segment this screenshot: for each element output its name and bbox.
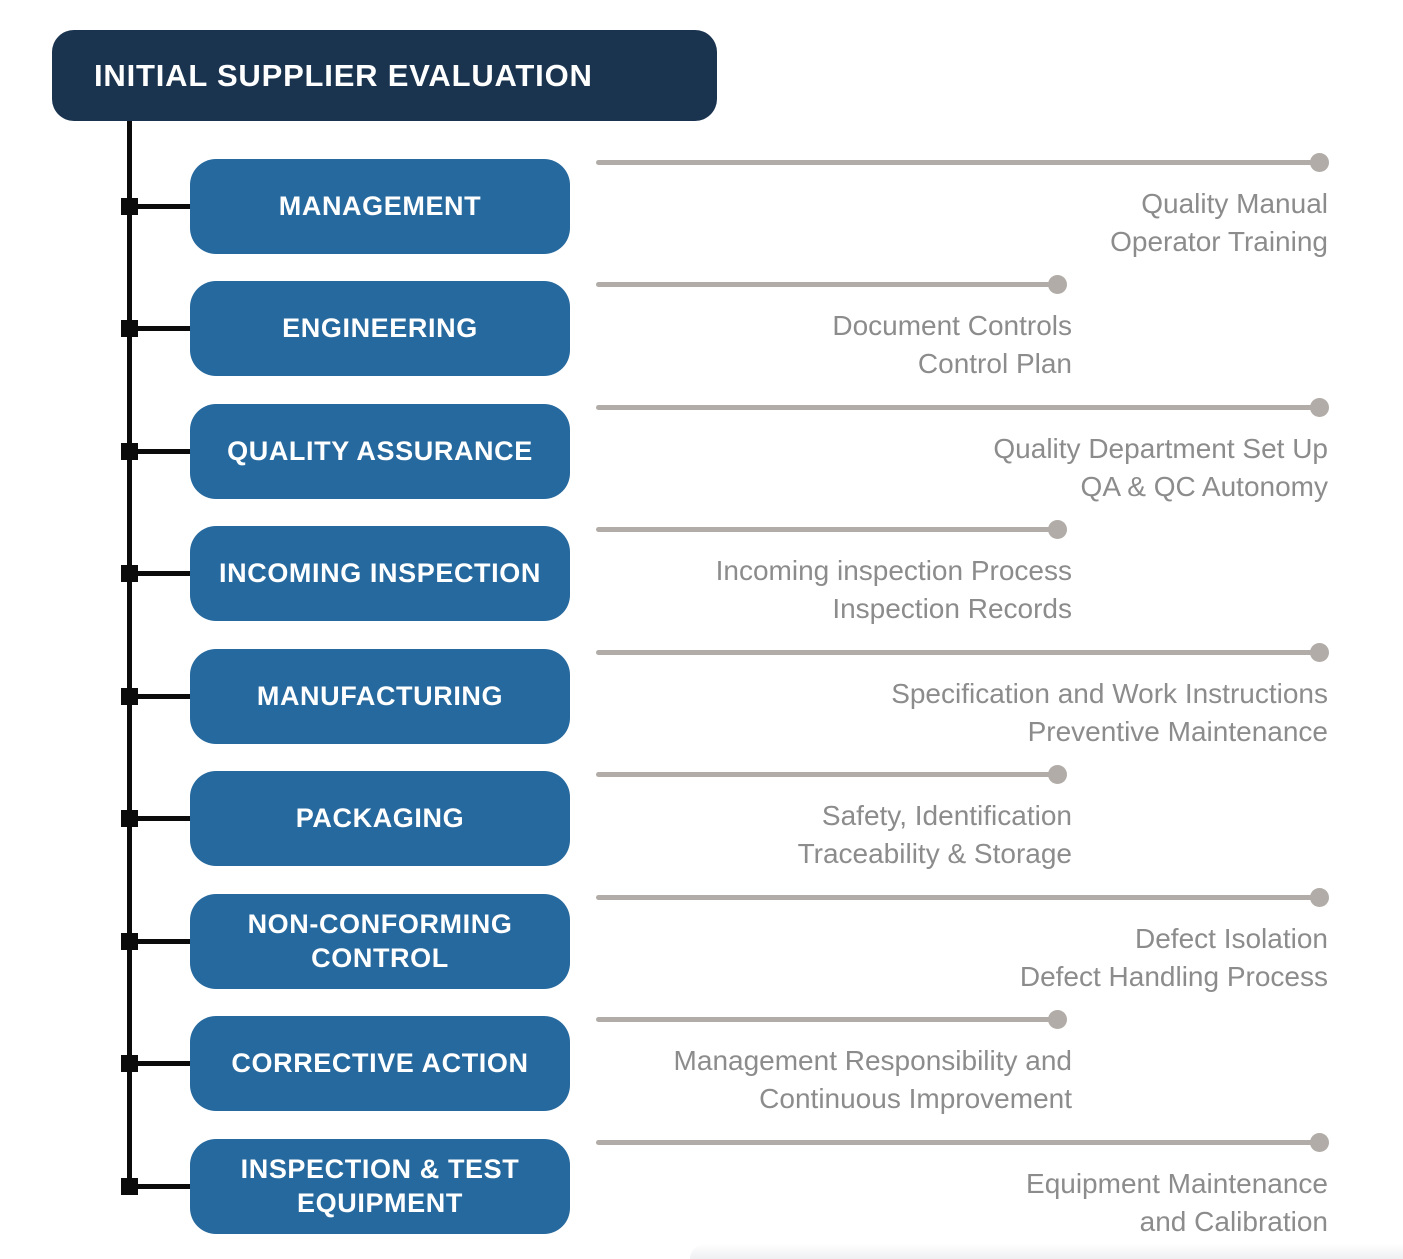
- leader-dot: [1048, 765, 1067, 784]
- detail-text: Management Responsibility and Continuous…: [200, 1042, 1072, 1118]
- leader-line: [596, 765, 1067, 784]
- category-box-non-conforming-control: NON-CONFORMING CONTROL: [190, 894, 570, 989]
- detail-line: Traceability & Storage: [797, 838, 1072, 869]
- leader-dot: [1310, 888, 1329, 907]
- detail-line: Quality Department Set Up: [993, 433, 1328, 464]
- category-box-incoming-inspection: INCOMING INSPECTION: [190, 526, 570, 621]
- category-label: CORRECTIVE ACTION: [231, 1047, 529, 1078]
- diagram-header: INITIAL SUPPLIER EVALUATION: [52, 30, 717, 121]
- evaluation-row-manufacturing: MANUFACTURING Specification and Work Ins…: [0, 643, 1403, 747]
- trunk-line: [127, 121, 132, 1187]
- detail-line: Management Responsibility and: [673, 1045, 1072, 1076]
- leader-dot: [1310, 153, 1329, 172]
- page-title: INITIAL SUPPLIER EVALUATION: [94, 57, 593, 93]
- connector-square: [121, 443, 138, 460]
- detail-text: Incoming inspection Process Inspection R…: [200, 552, 1072, 628]
- leader-line: [596, 520, 1067, 539]
- connector-square: [121, 1055, 138, 1072]
- bottom-edge-shadow: [690, 1244, 1403, 1259]
- detail-line: Specification and Work Instructions: [891, 678, 1328, 709]
- detail-text: Defect Isolation Defect Handling Process: [300, 920, 1328, 996]
- connector-line: [130, 1184, 190, 1189]
- connector-line: [130, 694, 190, 699]
- leader-line: [596, 888, 1329, 907]
- leader-line: [596, 398, 1329, 417]
- leader-dot: [1310, 398, 1329, 417]
- evaluation-row-management: MANAGEMENT Quality Manual Operator Train…: [0, 153, 1403, 257]
- category-box-manufacturing: MANUFACTURING: [190, 649, 570, 744]
- detail-line: Incoming inspection Process: [715, 555, 1072, 586]
- leader-dot: [1310, 643, 1329, 662]
- detail-text: Safety, Identification Traceability & St…: [200, 797, 1072, 873]
- detail-line: and Calibration: [1139, 1206, 1328, 1237]
- leader-line: [596, 643, 1329, 662]
- category-label: INSPECTION & TEST EQUIPMENT: [240, 1153, 520, 1218]
- leader-line: [596, 1010, 1067, 1029]
- evaluation-row-packaging: PACKAGING Safety, Identification Traceab…: [0, 765, 1403, 869]
- leader-dot: [1048, 275, 1067, 294]
- evaluation-row-corrective-action: CORRECTIVE ACTION Management Responsibil…: [0, 1010, 1403, 1114]
- detail-line: Operator Training: [1110, 226, 1328, 257]
- detail-line: Equipment Maintenance: [1026, 1168, 1328, 1199]
- connector-square: [121, 320, 138, 337]
- detail-line: Continuous Improvement: [759, 1083, 1072, 1114]
- category-box-corrective-action: CORRECTIVE ACTION: [190, 1016, 570, 1111]
- detail-text: Equipment Maintenance and Calibration: [300, 1165, 1328, 1241]
- connector-line: [130, 449, 190, 454]
- detail-line: Control Plan: [917, 348, 1072, 379]
- category-box-management: MANAGEMENT: [190, 159, 570, 254]
- evaluation-row-quality-assurance: QUALITY ASSURANCE Quality Department Set…: [0, 398, 1403, 502]
- category-label: NON-CONFORMING CONTROL: [247, 908, 513, 973]
- connector-line: [130, 816, 190, 821]
- category-box-quality-assurance: QUALITY ASSURANCE: [190, 404, 570, 499]
- evaluation-row-engineering: ENGINEERING Document Controls Control Pl…: [0, 275, 1403, 379]
- connector-line: [130, 571, 190, 576]
- category-label: QUALITY ASSURANCE: [227, 435, 533, 466]
- connector-square: [121, 565, 138, 582]
- connector-line: [130, 326, 190, 331]
- leader-dot: [1048, 520, 1067, 539]
- category-label: PACKAGING: [295, 802, 465, 833]
- detail-line: Defect Isolation: [1135, 923, 1328, 954]
- category-label: MANAGEMENT: [278, 190, 482, 221]
- detail-line: QA & QC Autonomy: [1080, 471, 1328, 502]
- connector-square: [121, 688, 138, 705]
- detail-text: Document Controls Control Plan: [200, 307, 1072, 383]
- category-box-inspection-test-equipment: INSPECTION & TEST EQUIPMENT: [190, 1139, 570, 1234]
- detail-line: Preventive Maintenance: [1027, 716, 1328, 747]
- category-label: MANUFACTURING: [256, 680, 504, 711]
- detail-line: Quality Manual: [1141, 188, 1328, 219]
- connector-square: [121, 933, 138, 950]
- leader-line: [596, 1133, 1329, 1152]
- leader-dot: [1048, 1010, 1067, 1029]
- evaluation-row-inspection-test-equipment: INSPECTION & TEST EQUIPMENT Equipment Ma…: [0, 1133, 1403, 1237]
- connector-square: [121, 1178, 138, 1195]
- detail-text: Specification and Work Instructions Prev…: [300, 675, 1328, 751]
- category-box-packaging: PACKAGING: [190, 771, 570, 866]
- category-label: ENGINEERING: [282, 312, 478, 343]
- evaluation-row-non-conforming-control: NON-CONFORMING CONTROL Defect Isolation …: [0, 888, 1403, 992]
- detail-line: Document Controls: [832, 310, 1072, 341]
- detail-text: Quality Manual Operator Training: [300, 185, 1328, 261]
- category-box-engineering: ENGINEERING: [190, 281, 570, 376]
- category-label: INCOMING INSPECTION: [219, 557, 541, 588]
- connector-line: [130, 939, 190, 944]
- detail-text: Quality Department Set Up QA & QC Autono…: [300, 430, 1328, 506]
- connector-line: [130, 1061, 190, 1066]
- connector-square: [121, 810, 138, 827]
- leader-line: [596, 275, 1067, 294]
- evaluation-row-incoming-inspection: INCOMING INSPECTION Incoming inspection …: [0, 520, 1403, 624]
- detail-line: Safety, Identification: [821, 800, 1072, 831]
- leader-line: [596, 153, 1329, 172]
- connector-square: [121, 198, 138, 215]
- leader-dot: [1310, 1133, 1329, 1152]
- detail-line: Defect Handling Process: [1019, 961, 1328, 992]
- connector-line: [130, 204, 190, 209]
- detail-line: Inspection Records: [832, 593, 1072, 624]
